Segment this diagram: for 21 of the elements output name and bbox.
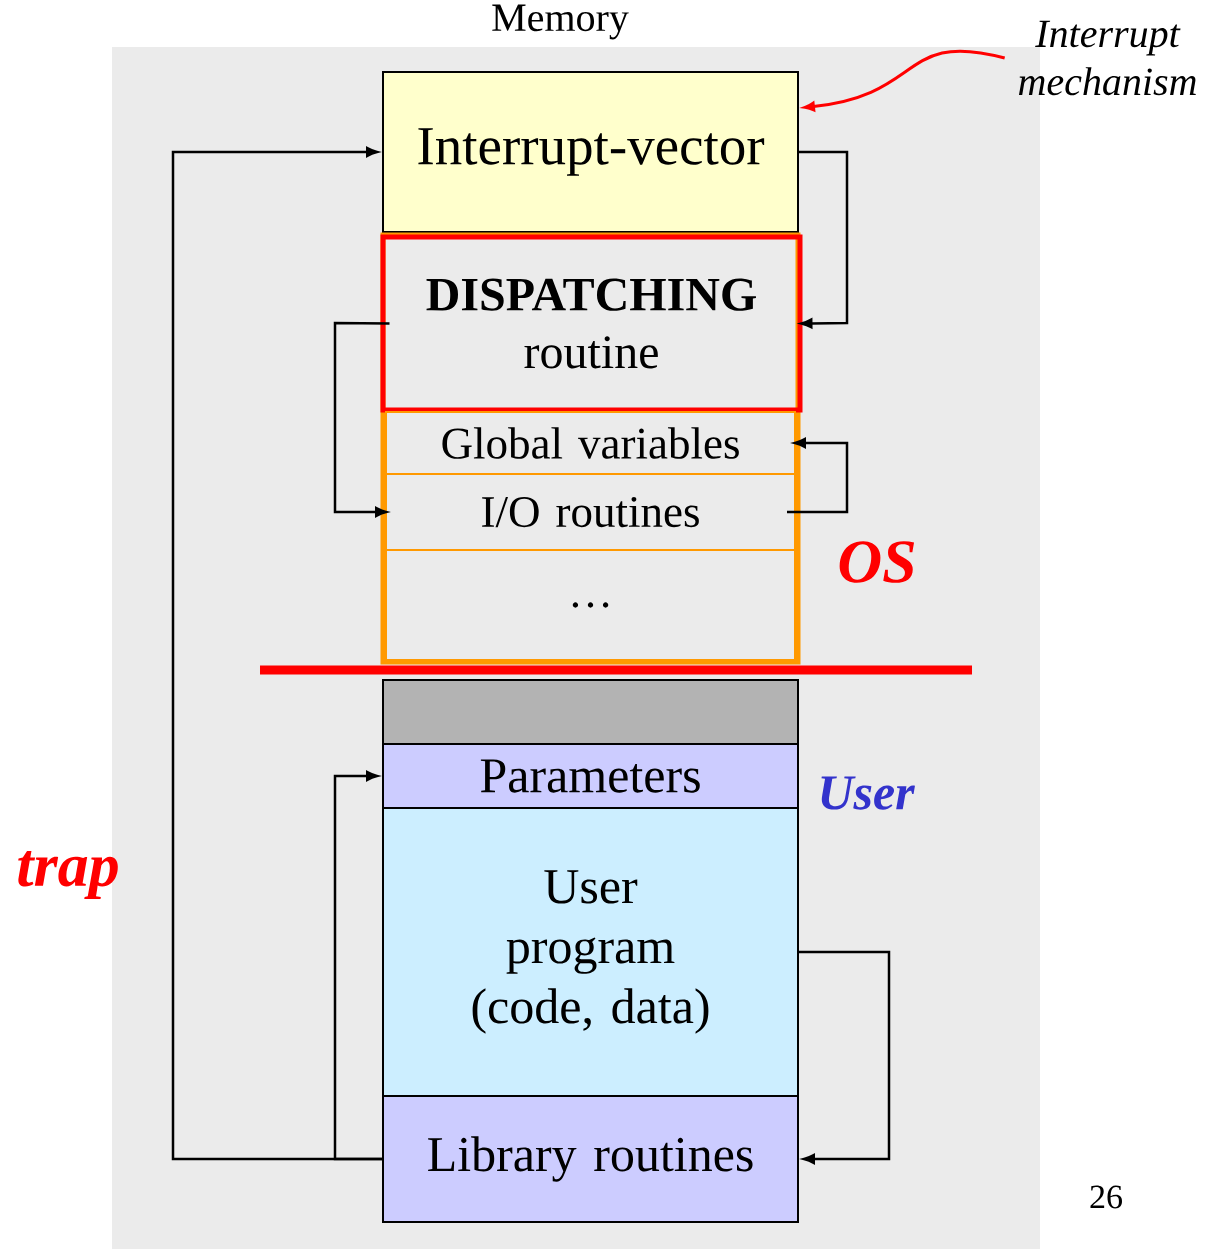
side-label: trap [18,850,118,900]
memory-block: Parameters [382,743,799,809]
memory-block: I/O routines [385,473,796,551]
page-number: 26 [1090,1185,1122,1209]
arrow [787,437,849,514]
region-label: User [821,776,915,810]
region-label: OS [839,541,915,583]
memory-block: User program (code, data) [382,807,799,1097]
memory-block: DISPATCHING routine [380,234,803,413]
memory-block: Interrupt-vector [382,71,799,233]
arrow [799,150,849,329]
arrow [799,950,891,1165]
arrow [171,146,382,1161]
memory-block: Global variables [385,411,796,475]
memory-region [380,232,801,665]
annotation-text: Interrupt mechanism [1018,20,1196,96]
arrow [333,770,382,1161]
memory-block: Library routines [382,1095,799,1223]
memory-block [382,679,799,745]
memory-block: … [385,549,796,661]
arrow [333,321,390,518]
